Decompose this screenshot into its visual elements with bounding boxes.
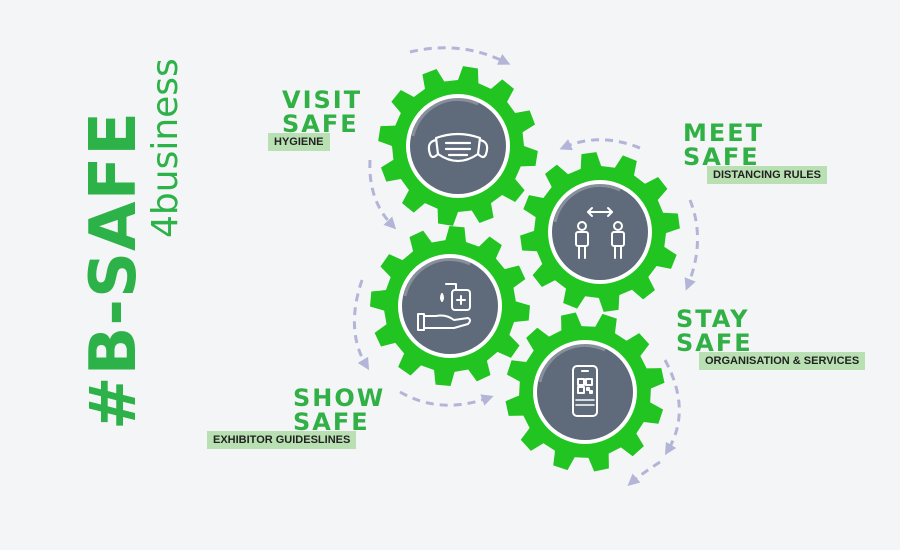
label-visit-line1: VISIT: [282, 86, 363, 114]
label-stay-line1: STAY: [676, 305, 750, 333]
tag-exhibitor-guidelines: EXHIBITOR GUIDESLINES: [207, 431, 357, 449]
gear-highlight: [411, 97, 479, 137]
rotation-arrow-show-bottom: [399, 390, 494, 407]
social-distance-icon: [575, 207, 625, 259]
face-mask-icon: [427, 132, 489, 163]
label-visit-line2: SAFE: [282, 110, 359, 138]
rotation-arrow-meet-top: [559, 138, 641, 151]
label-meet-line2: SAFE: [683, 143, 760, 171]
hand-sanitizer-icon: [417, 283, 471, 331]
tag-hygiene: HYGIENE: [268, 133, 330, 151]
label-meet-line1: MEET: [683, 119, 765, 147]
gear-highlight: [403, 257, 471, 297]
label-show-line2: SAFE: [293, 408, 370, 436]
tag-distancing-rules: DISTANCING RULES: [707, 166, 827, 184]
gear-visit: [378, 66, 538, 226]
label-show-safe: SHOW SAFE: [293, 386, 385, 434]
gear-hub: [552, 184, 648, 280]
rotation-arrow-stay-bottom: [627, 460, 661, 486]
tag-organisation-services: ORGANISATION & SERVICES: [699, 352, 866, 370]
gear-hub: [402, 258, 498, 354]
label-meet-safe: MEET SAFE: [683, 121, 764, 169]
gear-hub: [410, 98, 506, 194]
rotation-arrow-stay-right: [663, 359, 681, 456]
brand-title: #B-SAFE: [77, 110, 151, 430]
phone-qr-code-icon: [572, 365, 598, 417]
gear-highlight: [553, 183, 621, 223]
gear-show: [369, 225, 531, 387]
label-stay-safe: STAY SAFE: [676, 307, 753, 355]
rotation-arrow-visit-top: [409, 46, 511, 65]
rotation-arrow-show-left: [352, 279, 370, 371]
brand-subtitle: 4business: [145, 58, 186, 238]
gear-highlight: [538, 343, 606, 383]
gear-meet: [520, 152, 680, 312]
label-show-line1: SHOW: [293, 384, 386, 412]
rotation-arrow-meet-right: [684, 199, 699, 291]
rotation-arrow-visit-left: [368, 159, 397, 230]
label-stay-line2: SAFE: [676, 329, 753, 357]
label-visit-safe: VISIT SAFE: [282, 88, 362, 136]
